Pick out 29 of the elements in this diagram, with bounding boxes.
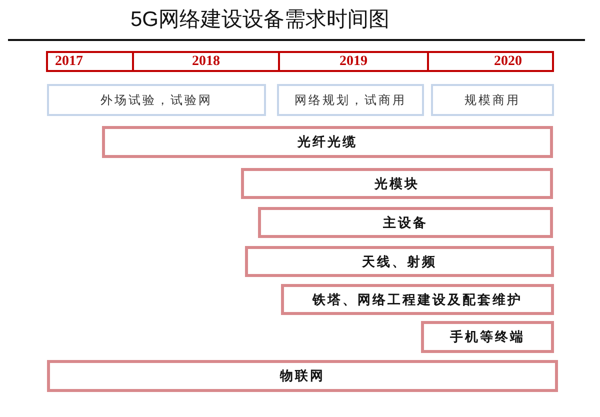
- demand-bar: [281, 284, 554, 315]
- phase-label: 外场试验，试验网: [100, 92, 212, 108]
- phase-box: [277, 84, 424, 116]
- demand-bar: [245, 246, 554, 277]
- bar-label: 光纤光缆: [298, 134, 358, 150]
- demand-bar: [241, 168, 553, 199]
- year-header-cell: [46, 51, 134, 72]
- bar-label: 物联网: [280, 368, 325, 384]
- demand-bar: [421, 321, 554, 353]
- demand-bar: [102, 126, 553, 158]
- phase-box: [431, 84, 554, 116]
- phase-label: 规模商用: [464, 92, 520, 108]
- bar-label: 光模块: [374, 176, 420, 192]
- year-label: 2018: [192, 54, 220, 70]
- demand-bar: [47, 360, 558, 392]
- bar-label: 铁塔、网络工程建设及配套维护: [312, 292, 522, 308]
- phase-box: [47, 84, 266, 116]
- year-header-cell: [132, 51, 280, 72]
- bar-label: 主设备: [383, 214, 428, 230]
- bar-label: 天线、射频: [362, 254, 437, 270]
- year-label: 2017: [55, 54, 83, 70]
- year-header-cell: [427, 51, 554, 72]
- year-label: 2020: [494, 54, 522, 70]
- demand-bar: [258, 207, 553, 238]
- phase-label: 网络规划，试商用: [294, 92, 406, 108]
- chart-title: 5G网络建设设备需求时间图: [129, 7, 390, 33]
- year-label: 2019: [340, 54, 368, 70]
- year-header-cell: [278, 51, 429, 72]
- bar-label: 手机等终端: [450, 329, 525, 345]
